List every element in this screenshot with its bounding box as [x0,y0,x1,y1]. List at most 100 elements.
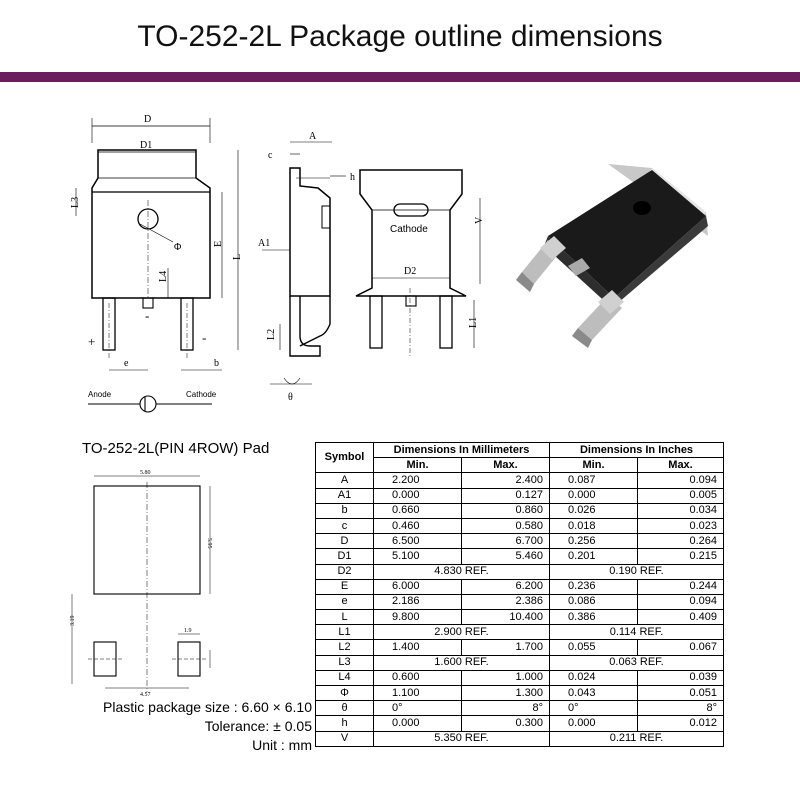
cell-mm-min: 0.000 [373,487,462,504]
cell-symbol: V [315,730,374,747]
cell-symbol: L1 [315,624,374,641]
label-V: V [474,216,485,224]
back-view: Cathode V D2 L1 [355,169,485,356]
header-inches: Dimensions In Inches [549,441,725,459]
pad-dim-total: 3.19 [70,616,76,627]
header-mm-max: Max. [460,457,551,474]
cell-symbol: D2 [315,563,374,580]
cell-in-min: 0.018 [549,517,639,535]
cell-symbol: L4 [315,669,374,687]
header-symbol: Symbol [315,441,374,474]
cell-mm-min: 0° [373,700,462,717]
cell-in-ref: 0.211 REF. [549,730,725,747]
cell-symbol: b [315,502,374,519]
cell-mm-max: 0.860 [460,502,551,519]
cell-in-max: 0.215 [637,548,725,565]
cell-in-min: 0.386 [549,609,639,626]
label-A1: A1 [258,238,270,249]
label-E: E [213,241,224,247]
cell-mm-min: 0.600 [373,669,462,687]
cell-symbol: D1 [315,548,374,565]
cell-mm-max: 1.000 [460,669,551,687]
cell-in-min: 0.086 [549,593,639,611]
cell-in-min: 0.043 [549,684,639,702]
package-drawings: D D1 Φ L3 E L L4 - + - e b [70,114,708,413]
header-in-min: Min. [549,457,639,474]
cell-mm-max: 1.300 [460,684,551,702]
cell-mm-ref: 5.350 REF. [372,730,551,747]
label-plus: + [88,334,95,349]
dimensions-table: Symbol Dimensions In Millimeters Dimensi… [315,441,725,747]
cell-in-ref: 0.190 REF. [549,563,725,580]
cell-mm-max: 8° [460,700,551,717]
header-mm-min: Min. [373,457,462,474]
cell-mm-min: 0.460 [373,517,462,535]
cell-symbol: L2 [315,639,374,656]
package-size-note: Plastic package size : 6.60 × 6.10 [103,699,312,715]
cell-in-min: 0.000 [549,487,639,504]
cell-mm-min: 0.000 [373,715,462,732]
cell-mm-min: 2.186 [373,593,462,611]
label-L4: L4 [158,271,169,282]
cell-mm-max: 2.386 [460,593,551,611]
label-cathode-mark: Cathode [390,224,428,235]
cell-mm-ref: 4.830 REF. [372,563,551,580]
cell-in-max: 0.023 [637,517,725,535]
cell-in-max: 0.039 [637,669,725,687]
cell-in-min: 0.087 [549,472,639,489]
label-theta: θ [288,392,293,403]
cell-mm-max: 2.400 [460,472,551,489]
cell-mm-max: 0.580 [460,517,551,535]
cell-symbol: D [315,533,374,550]
label-A: A [309,131,317,142]
cell-mm-min: 2.200 [373,472,462,489]
cell-in-ref: 0.114 REF. [549,624,725,641]
cell-mm-ref: 1.600 REF. [372,654,551,671]
cell-mm-max: 10.400 [460,609,551,626]
cell-symbol: E [315,578,374,595]
label-L2: L2 [266,329,277,340]
cell-in-max: 0.244 [637,578,725,595]
label-e: e [124,358,129,369]
pad-dim-top: 5.80 [140,470,151,476]
cell-in-min: 0.201 [549,548,639,565]
cell-in-max: 0.094 [637,593,725,611]
cell-mm-min: 9.800 [373,609,462,626]
cell-mm-min: 1.400 [373,639,462,656]
label-L3: L3 [70,197,81,208]
cell-symbol: e [315,593,374,611]
side-view: A c h A1 L2 θ [258,131,355,403]
cell-in-min: 0.055 [549,639,639,656]
cell-in-min: 0° [549,700,639,717]
front-view: D D1 Φ L3 E L L4 - + - e b [70,114,243,413]
title-divider [0,72,800,82]
label-c: c [268,150,273,161]
tolerance-note: Tolerance: ± 0.05 [204,718,312,734]
cell-mm-min: 0.660 [373,502,462,519]
cell-mm-max: 5.460 [460,548,551,565]
label-D: D [144,114,151,125]
cell-mm-min: 6.000 [373,578,462,595]
label-L1: L1 [468,317,479,328]
cell-symbol: Φ [315,684,374,702]
pad-dim-height: 5.95 [206,538,212,549]
pad-drawing: 5.80 5.95 3.19 1.9 4.57 [70,470,212,698]
cell-symbol: L3 [315,654,374,671]
label-anode: Anode [88,390,112,399]
